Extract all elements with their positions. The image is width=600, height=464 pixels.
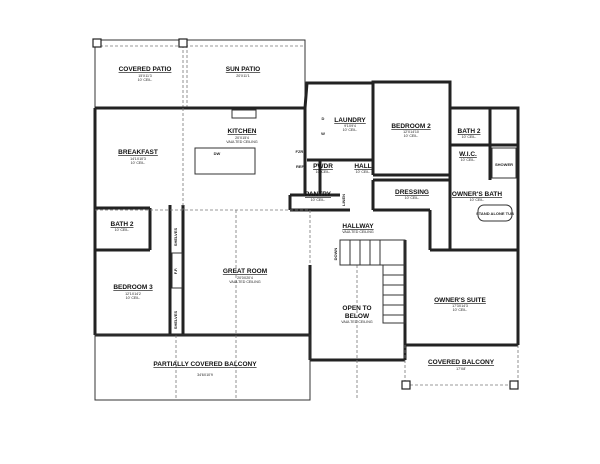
room-ceiling: 10' CEIL. [453,308,468,312]
room-size: 17'3X14'3 [452,304,468,308]
room-size: 15'X11'3 [138,74,152,78]
kitchen-island [194,147,256,175]
room-owners-suite: OWNER'S SUITE [434,297,486,304]
fireplace [171,252,183,289]
fireplace-label: F.P. [173,268,178,274]
room-bedroom-3: BEDROOM 3 [113,284,153,291]
room-bedroom-2: BEDROOM 2 [391,123,431,130]
dishwasher-label: DW [214,151,221,156]
room-great-room: GREAT ROOM [223,268,267,275]
room-ceiling: 10' CEIL. [311,198,326,202]
room-ceiling: 10' CEIL. [470,198,485,202]
room-ceiling: 10' CEIL. [405,196,420,200]
shelves-label: SHELVES [173,227,178,246]
shelves-label: SHELVES [173,310,178,329]
stairs-down-label: DOWN [333,248,338,261]
room-ceiling: 10' CEIL. [356,170,371,174]
room-pwdr: PWDR [313,163,333,170]
room-dressing: DRESSING [395,189,429,196]
room-bath-2: BATH 2 [458,128,481,135]
room-ceiling: VAULTED CEILING [229,280,261,284]
shower [491,147,517,179]
room-labels: COVERED PATIO 15'X11'3 10' CEIL. SUN PAT… [111,66,514,377]
room-ceiling: 10' CEIL. [404,134,419,138]
ceiling-lines [95,108,519,400]
room-size: 20'0X20'4 [237,276,253,280]
walls [93,80,520,362]
bathtub [477,204,513,222]
room-size: 20'X15'4 [235,136,249,140]
room-size: 12'1X14'2 [125,292,141,296]
room-covered-balcony: COVERED BALCONY [428,359,495,366]
room-ceiling: VAULTED CEILING [341,320,373,324]
room-ceiling: 10' CEIL. [343,128,358,132]
post [401,380,411,390]
dryer-label: D [322,116,325,121]
room-bath-2-left: BATH 2 [111,221,134,228]
room-ceiling: 10' CEIL. [131,161,146,165]
balcony-outline [94,334,311,401]
room-sun-patio: SUN PATIO [226,66,260,73]
freezer-label: FZR. [296,149,305,154]
fridge-label: REF [296,164,305,169]
room-breakfast: BREAKFAST [118,149,158,156]
room-size: 20'X11'1 [236,74,250,78]
room-ceiling: VAULTED CEILING [226,140,258,144]
patio-area [92,38,306,109]
room-size: 17'X8' [456,367,466,371]
room-hall: HALL [354,163,371,170]
room-open-to-below-2: BELOW [345,313,370,320]
post [509,380,519,390]
tub-label: STAND ALONE TUB [476,211,514,216]
post [178,38,188,48]
room-laundry: LAUNDRY [334,117,366,124]
room-covered-patio: COVERED PATIO [119,66,172,73]
room-partially-covered-balcony: PARTIALLY COVERED BALCONY [153,361,257,368]
room-ceiling: 10' CEIL. [316,170,331,174]
washer-label: W [321,131,325,136]
post [92,38,102,48]
shower-label: SHOWER [495,162,513,167]
room-ceiling: VAULTED CEILING [342,230,374,234]
room-size: 14'1X10'3 [130,157,146,161]
room-ceiling: 10' CEIL. [126,296,141,300]
room-ceiling: 10' CEIL. [461,158,476,162]
room-open-to-below: OPEN TO [342,305,371,312]
cooktop [231,109,257,119]
room-size: 12'X14'10 [403,130,419,134]
room-hallway: HALLWAY [342,223,374,230]
room-kitchen: KITCHEN [228,128,257,135]
room-pantry: PANTRY [305,191,332,198]
linen-label: LINEN [341,194,346,206]
room-owners-bath: OWNER'S BATH [452,191,502,198]
room-size: 34'6X10'9 [197,373,213,377]
room-ceiling: 10' CEIL. [462,135,477,139]
room-size: 9'1X9'4 [344,124,356,128]
stairs [339,239,406,324]
room-wic: W.I.C. [459,151,477,158]
room-ceiling: 10' CEIL. [138,78,153,82]
room-ceiling: 10' CEIL. [115,228,130,232]
